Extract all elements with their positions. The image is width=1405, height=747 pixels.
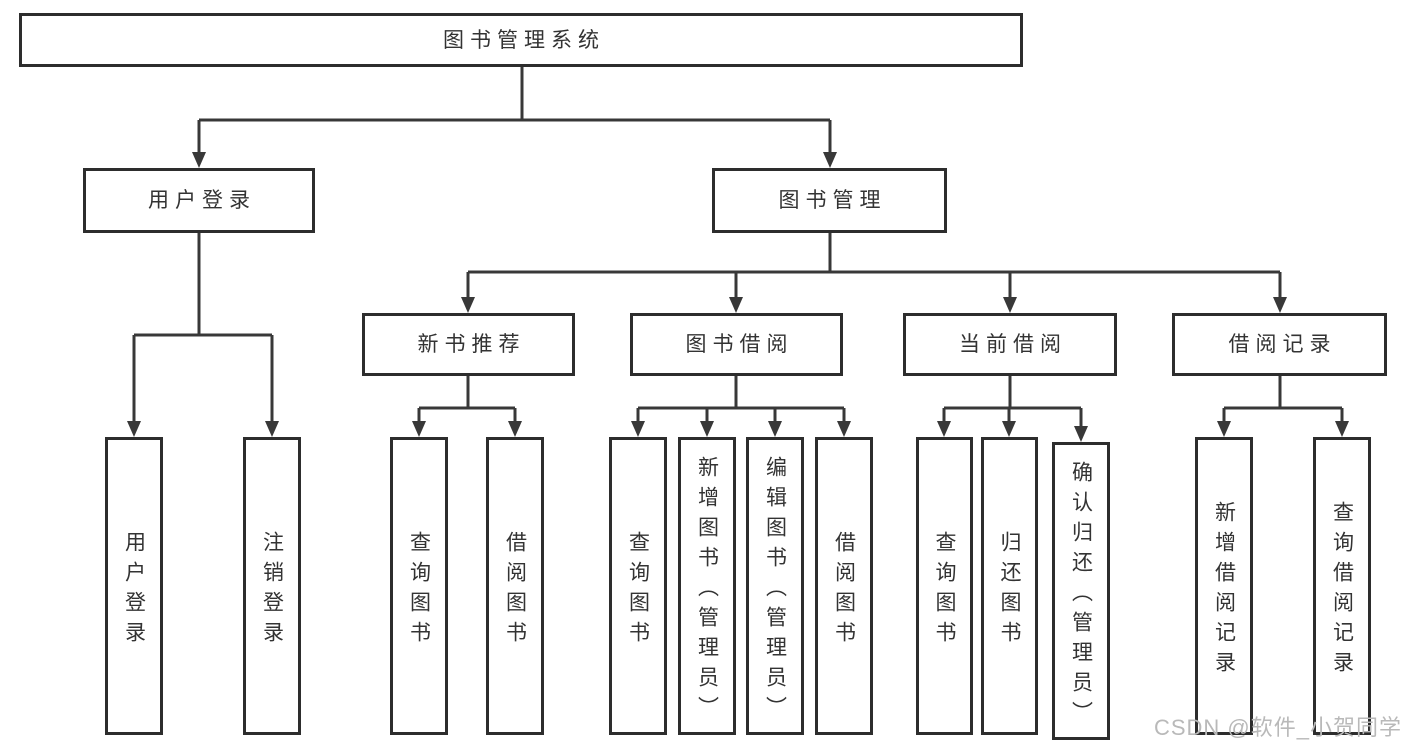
leaf-edit-book-admin: 编辑图书（管理员）: [746, 437, 804, 735]
node-book-borrow: 图书借阅: [630, 313, 843, 376]
leaf-recommend-query-books: 查询图书: [390, 437, 448, 735]
node-user-login: 用户登录: [83, 168, 315, 233]
leaf-query-borrow-record: 查询借阅记录: [1313, 437, 1371, 735]
leaf-borrow-book: 借阅图书: [815, 437, 873, 735]
node-root-system: 图书管理系统: [19, 13, 1023, 67]
csdn-watermark: CSDN @软件_小贺同学: [1153, 715, 1402, 740]
leaf-return-book: 归还图书: [981, 437, 1038, 735]
leaf-borrow-query-books: 查询图书: [609, 437, 667, 735]
leaf-current-query-books: 查询图书: [916, 437, 973, 735]
leaf-add-borrow-record: 新增借阅记录: [1195, 437, 1253, 735]
leaf-add-book-admin: 新增图书（管理员）: [678, 437, 736, 735]
leaf-logout: 注销登录: [243, 437, 301, 735]
leaf-user-login: 用户登录: [105, 437, 163, 735]
node-borrow-records: 借阅记录: [1172, 313, 1387, 376]
leaf-recommend-borrow-books: 借阅图书: [486, 437, 544, 735]
leaf-confirm-return-admin: 确认归还（管理员）: [1052, 442, 1110, 740]
node-new-book-recommend: 新书推荐: [362, 313, 575, 376]
node-book-management: 图书管理: [712, 168, 947, 233]
node-current-borrow: 当前借阅: [903, 313, 1117, 376]
